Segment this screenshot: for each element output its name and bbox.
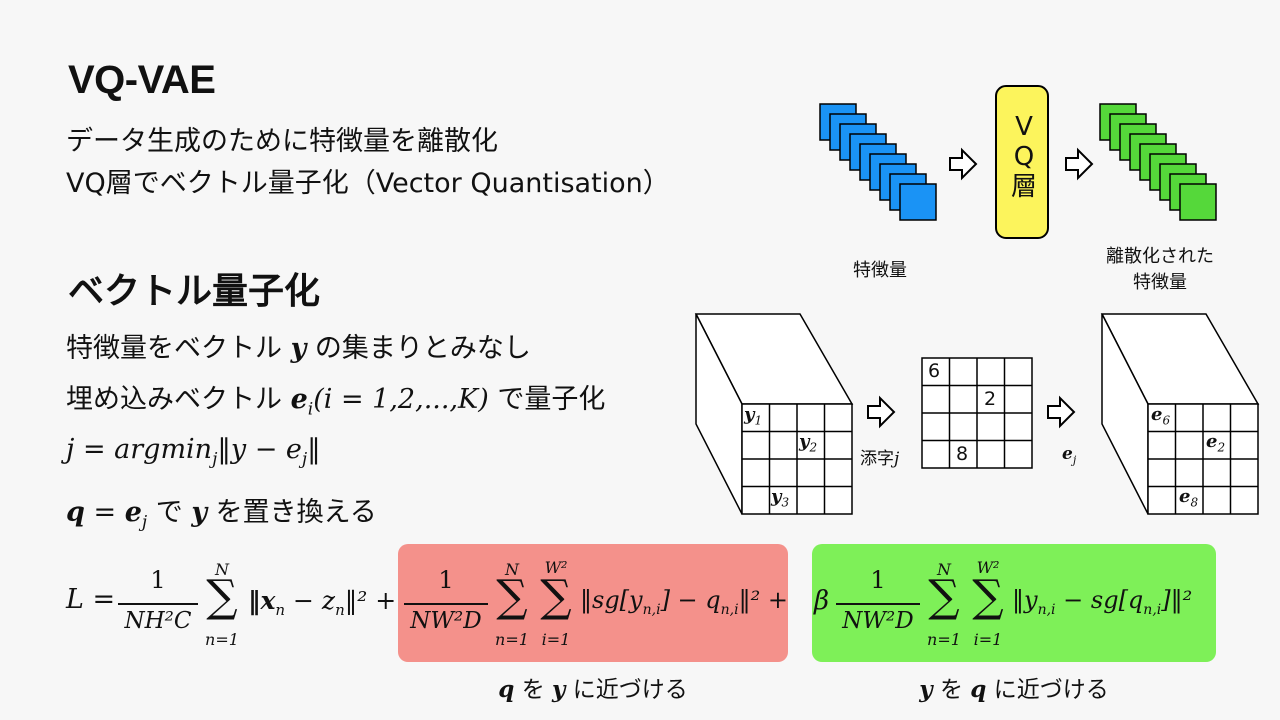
y1-label: y1 — [744, 404, 763, 428]
sum4-bottom: n=1 — [927, 630, 961, 649]
text-line-1: 特徴量をベクトル y の集まりとみなし — [66, 333, 531, 364]
loss-lhs: L = — [66, 584, 116, 615]
e6-label: e6 — [1151, 404, 1171, 428]
sum-symbol: ∑ — [972, 571, 1004, 622]
e2-label: e2 — [1206, 431, 1226, 455]
sum-symbol: ∑ — [206, 571, 238, 622]
sum4-top: N — [937, 560, 951, 579]
index-arrow-label: 添字j — [860, 449, 900, 469]
commitment-term: ‖yn,i − sg[qn,i]‖² — [1012, 586, 1193, 618]
fraction-bar — [404, 603, 488, 605]
text-line-4: q = ej で y を置き換える — [66, 497, 377, 533]
quantized-tensor — [1100, 313, 1260, 515]
feature-stack-blue — [819, 103, 937, 221]
section-heading: ベクトル量子化 — [68, 271, 321, 312]
discrete-feature-caption: 離散化された 特徴量 — [1106, 246, 1214, 293]
sum3-bottom: i=1 — [541, 630, 571, 649]
sum2-top: N — [505, 560, 519, 579]
commitment-caption: y を q に近づける — [919, 676, 1109, 703]
sum-symbol: ∑ — [540, 571, 572, 622]
index-2: 2 — [984, 388, 997, 410]
quantization-diagram — [694, 313, 1260, 515]
sum-symbol: ∑ — [496, 571, 528, 622]
feature-caption: 特徴量 — [853, 260, 907, 281]
subtitle-line-2: VQ層でベクトル量子化（Vector Quantisation） — [66, 168, 670, 199]
reconstruction-term: ‖xn − zn‖² + — [248, 586, 397, 619]
sum5-top: W² — [976, 558, 1000, 577]
frac2-denominator: NW²D — [410, 608, 482, 634]
e8-label: e8 — [1179, 486, 1199, 510]
fraction-bar — [836, 603, 920, 605]
text-line-3: j = argminj‖y − ej‖ — [66, 434, 321, 470]
frac3-numerator: 1 — [870, 566, 886, 594]
y3-label: y3 — [771, 486, 790, 510]
arrow-right-icon — [867, 395, 896, 429]
arrow-right-icon — [1047, 395, 1076, 429]
vq-layer-label: V Q 層 — [1010, 112, 1037, 202]
sum1-bottom: n=1 — [205, 630, 239, 649]
codebook-caption: q を y に近づける — [498, 676, 688, 703]
feature-tensor — [694, 313, 854, 515]
sum1-top: N — [215, 560, 229, 579]
text-line-2: 埋め込みベクトル ei(i = 1,2,...,K) で量子化 — [66, 384, 606, 420]
frac2-numerator: 1 — [438, 566, 454, 594]
feature-stack-green — [1099, 103, 1217, 221]
index-8: 8 — [956, 443, 969, 465]
fraction-bar — [118, 603, 198, 605]
index-grid — [921, 357, 1033, 469]
frac3-denominator: NW²D — [842, 608, 914, 634]
vq-layer-box — [995, 85, 1049, 239]
sum-symbol: ∑ — [928, 571, 960, 622]
sum5-bottom: i=1 — [973, 630, 1003, 649]
arrow-right-icon — [1065, 147, 1094, 181]
subtitle-line-1: データ生成のために特徴量を離散化 — [66, 126, 498, 157]
frac1-denominator: NH²C — [124, 608, 192, 634]
sum3-top: W² — [544, 558, 568, 577]
embedding-arrow-label: ej — [1062, 444, 1077, 467]
frac1-numerator: 1 — [150, 566, 166, 594]
sum2-bottom: n=1 — [495, 630, 529, 649]
arrow-right-icon — [949, 147, 978, 181]
vq-layer-diagram — [819, 85, 1217, 239]
index-6: 6 — [928, 360, 941, 382]
page-title: VQ-VAE — [68, 58, 216, 102]
beta-symbol: β — [814, 586, 830, 616]
y2-label: y2 — [799, 431, 818, 455]
codebook-term: ‖sg[yn,i] − qn,i‖² + — [580, 586, 788, 618]
